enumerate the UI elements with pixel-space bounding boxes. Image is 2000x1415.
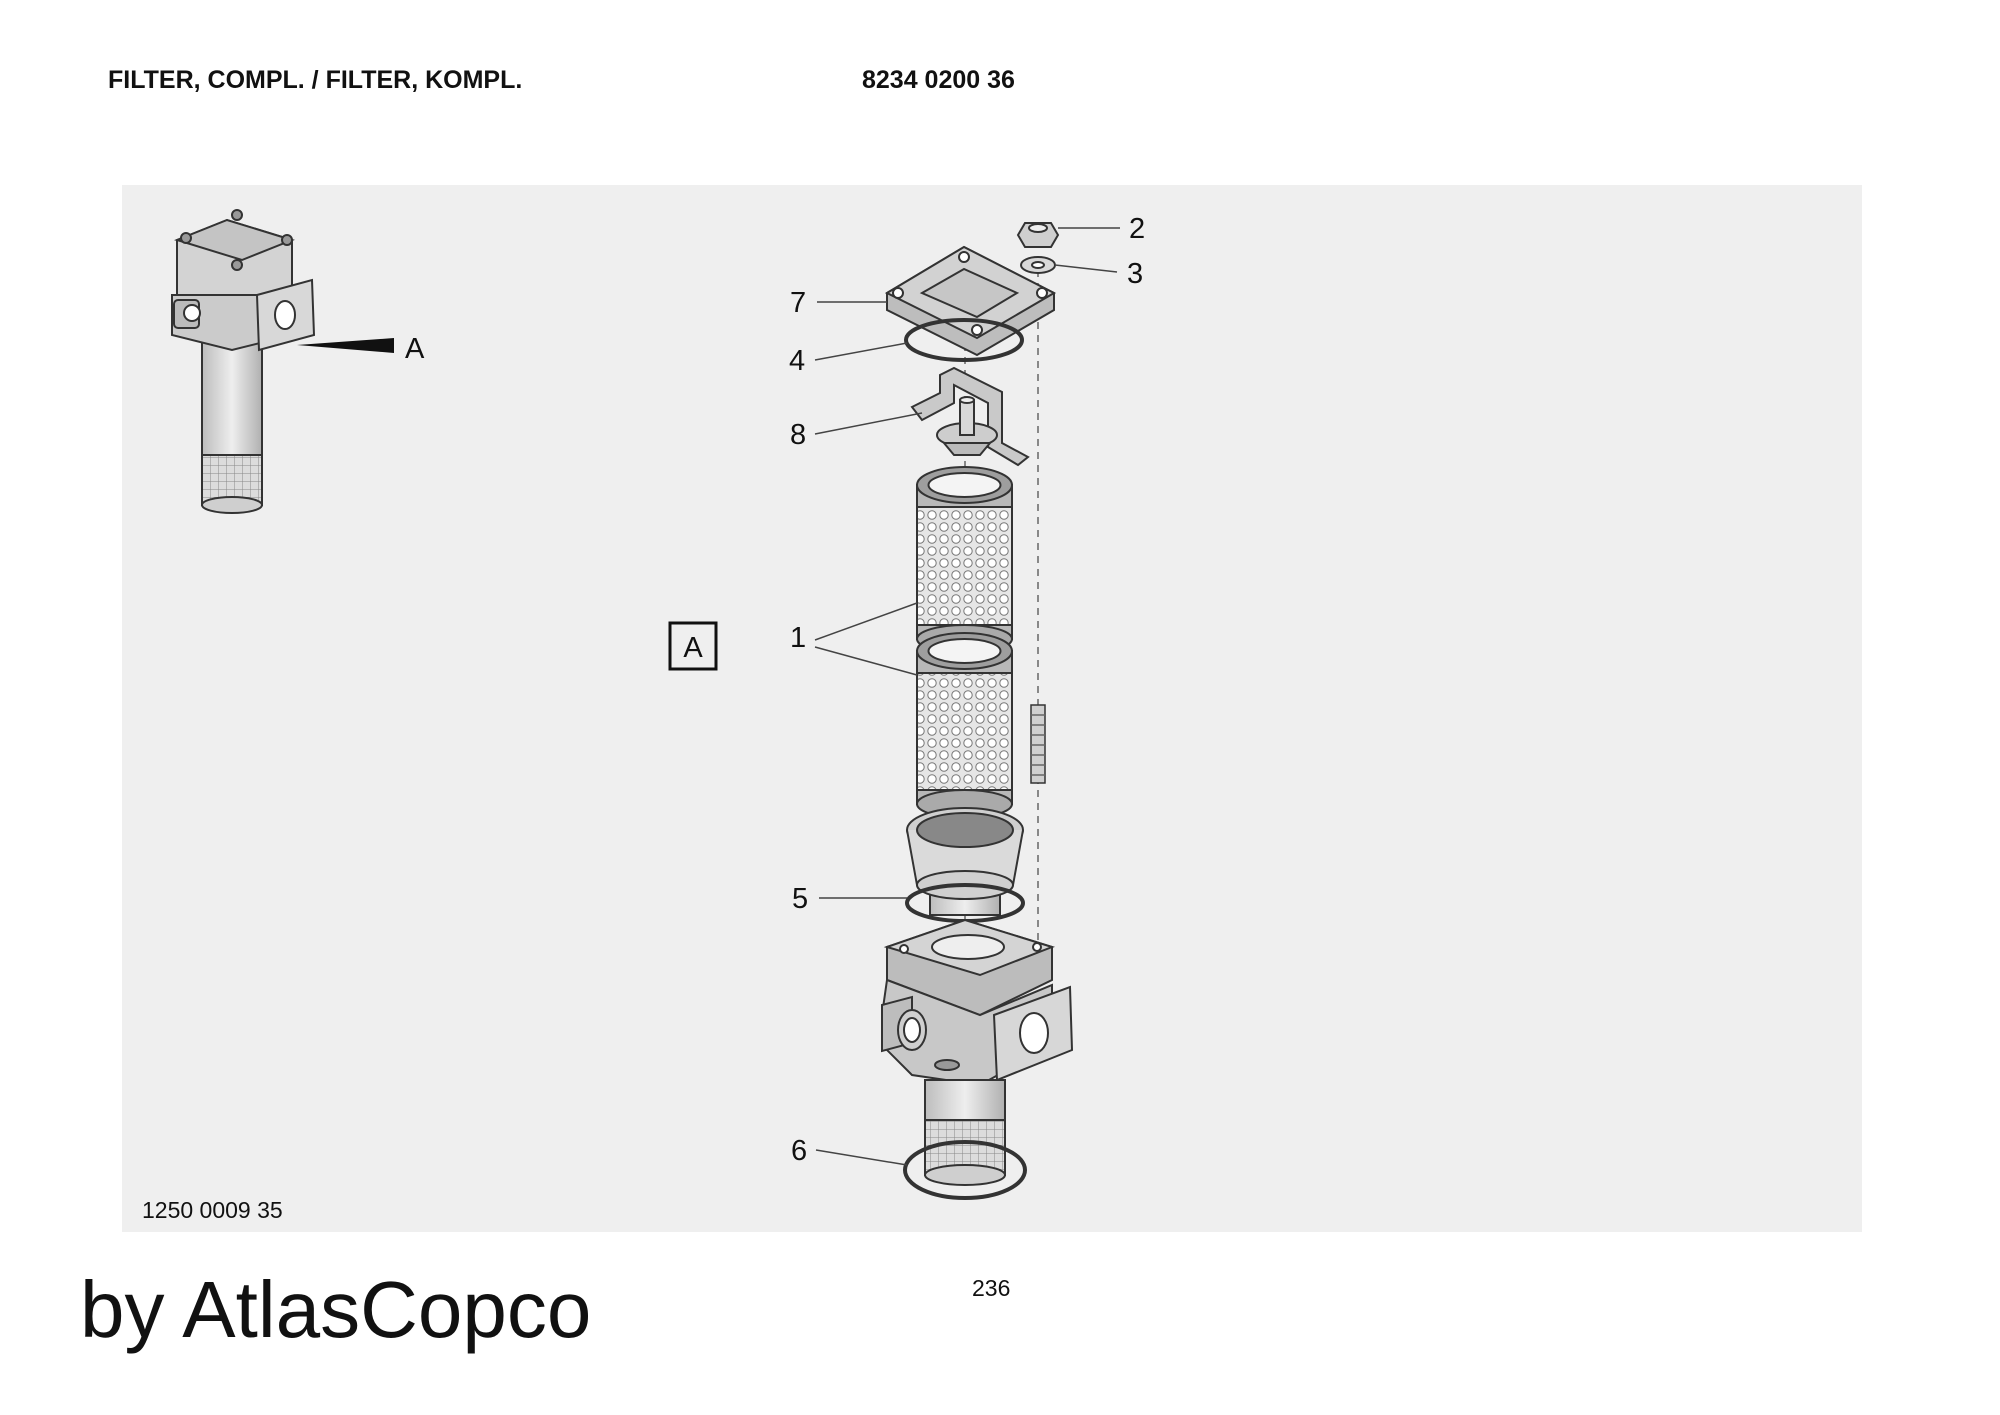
drawing-number: 1250 0009 35 — [142, 1197, 283, 1223]
callout-6: 6 — [791, 1135, 807, 1167]
document-title: FILTER, COMPL. / FILTER, KOMPL. — [108, 66, 523, 94]
callout-2: 2 — [1129, 213, 1145, 245]
part-2-nut — [1016, 222, 1060, 248]
callout-8: 8 — [790, 419, 806, 451]
stud-bolt — [1030, 704, 1046, 784]
callout-1: 1 — [790, 622, 806, 654]
callout-5: 5 — [792, 883, 808, 915]
detail-label-box — [668, 621, 718, 671]
part-1-filter-element-upper — [916, 466, 1013, 654]
part-6-o-ring — [903, 1140, 1027, 1200]
callout-3: 3 — [1127, 258, 1143, 290]
part-1-filter-element-lower — [916, 632, 1013, 819]
part-8-bracket — [910, 366, 1030, 467]
leader-lines — [814, 227, 1120, 1166]
view-arrow — [297, 338, 394, 353]
exploded-diagram-panel: A A — [122, 185, 1862, 1232]
filter-housing — [881, 918, 1074, 1186]
callout-7: 7 — [790, 287, 806, 319]
exploded-view-drawing: A A — [171, 209, 1145, 1200]
part-3-washer — [1020, 256, 1056, 274]
view-label-a: A — [405, 333, 425, 365]
part-number: 8234 0200 36 — [862, 66, 1015, 94]
page-number: 236 — [972, 1275, 1011, 1301]
part-4-o-ring — [904, 318, 1024, 362]
brand-watermark: by AtlasCopco — [80, 1265, 592, 1354]
callout-4: 4 — [789, 345, 805, 377]
overview-assembly — [171, 209, 316, 514]
detail-label-a: A — [683, 632, 703, 664]
part-5-sleeve — [906, 807, 1024, 916]
